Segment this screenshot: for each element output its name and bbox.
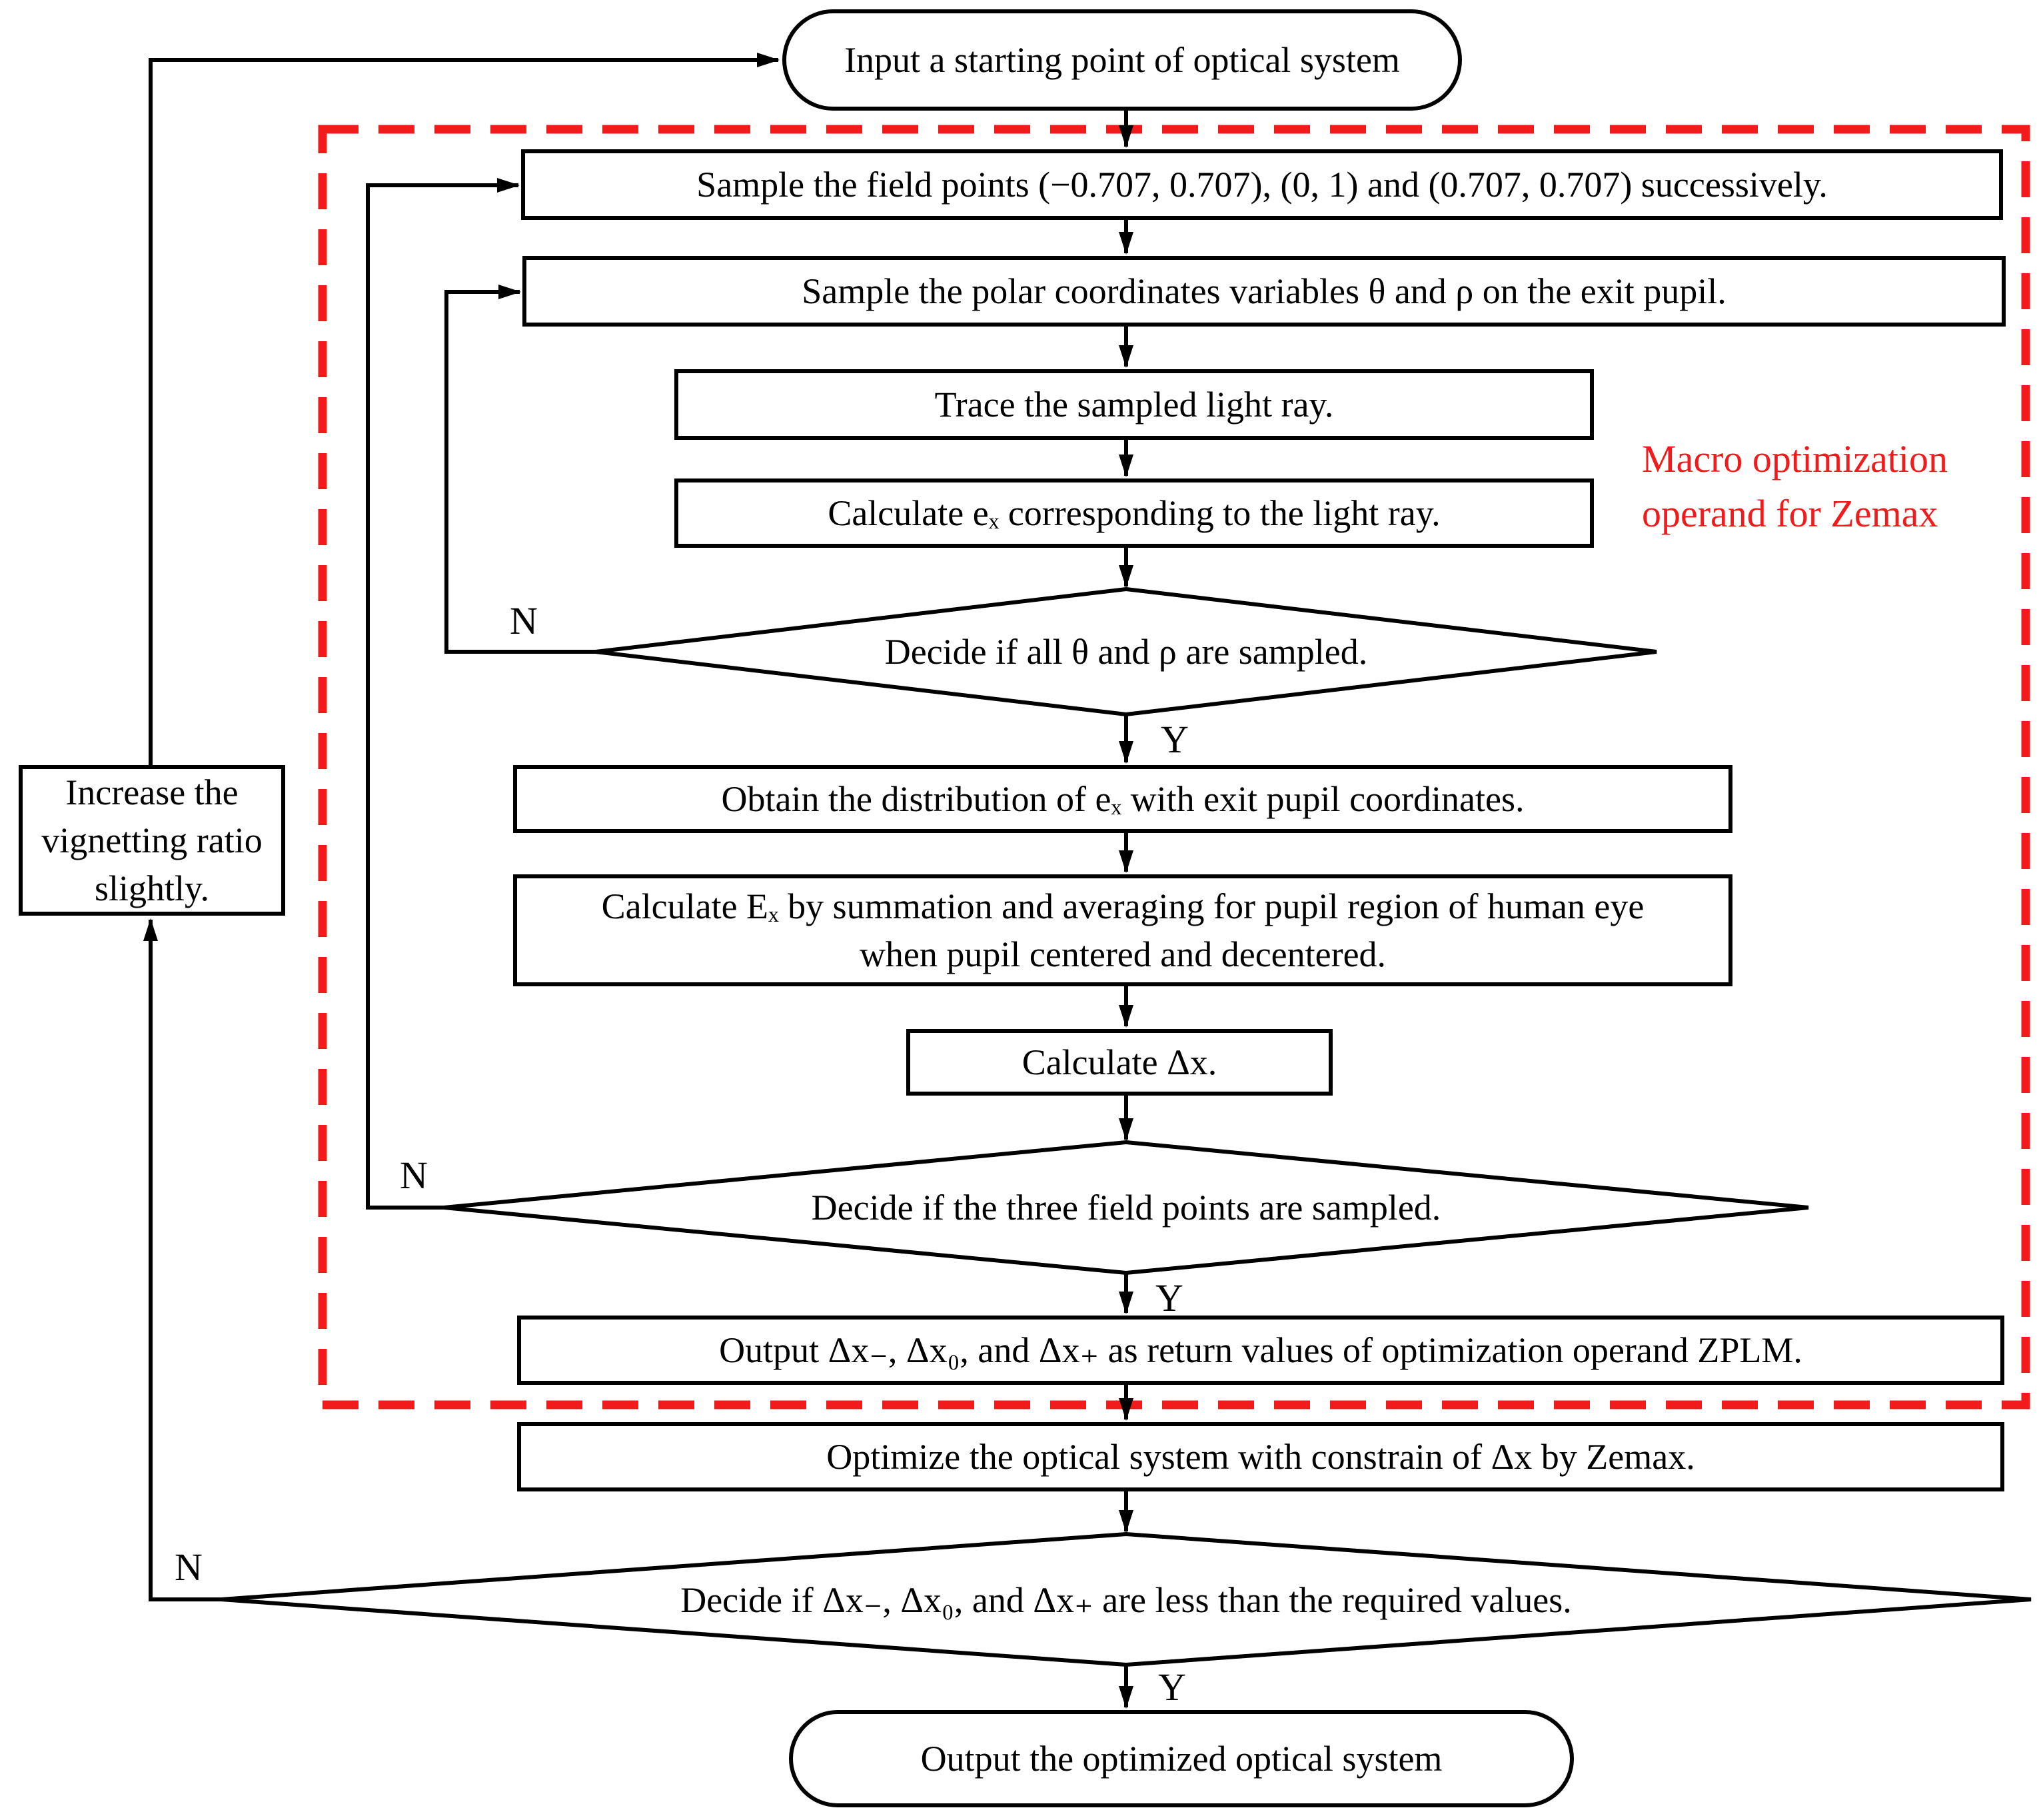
decision-field-points-label: Decide if the three field points are sam… (811, 1188, 1441, 1228)
branch-no-required: N (175, 1545, 203, 1589)
process-output-zplm: Output Δx₋, Δx₀, and Δx₊ as return value… (517, 1316, 2004, 1385)
macro-operand-annotation: Macro optimization operand for Zemax (1642, 437, 1948, 535)
process-sample-polar-coordinates: Sample the polar coordinates variables θ… (522, 256, 2006, 327)
decision-required-values-label: Decide if Δx₋, Δx₀, and Δx₊ are less tha… (680, 1579, 1572, 1620)
branch-yes-theta-rho: Y (1161, 718, 1189, 761)
process-increase-vignetting: Increase the vignetting ratio slightly. (19, 765, 285, 916)
decision-theta-rho-label: Decide if all θ and ρ are sampled. (884, 632, 1368, 672)
branch-yes-required: Y (1158, 1665, 1186, 1709)
process-trace-ray: Trace the sampled light ray. (674, 369, 1594, 440)
process-calculate-ex: Calculate eₓ corresponding to the light … (674, 478, 1594, 548)
start-terminator: Input a starting point of optical system (782, 9, 1462, 111)
end-terminator: Output the optimized optical system (789, 1710, 1574, 1807)
flow-arrows (143, 53, 1133, 1709)
process-calculate-Ex-summation: Calculate Eₓ by summation and averaging … (513, 874, 1732, 986)
branch-no-field-points: N (400, 1154, 428, 1197)
macro-operand-boundary (318, 125, 2030, 1409)
branch-no-theta-rho: N (510, 599, 538, 642)
process-sample-field-points: Sample the field points (−0.707, 0.707),… (521, 149, 2003, 220)
branch-yes-field-points: Y (1155, 1276, 1183, 1320)
process-calculate-delta-x: Calculate Δx. (906, 1029, 1333, 1096)
process-optimize-zemax: Optimize the optical system with constra… (517, 1422, 2004, 1491)
process-obtain-distribution: Obtain the distribution of eₓ with exit … (513, 765, 1732, 833)
